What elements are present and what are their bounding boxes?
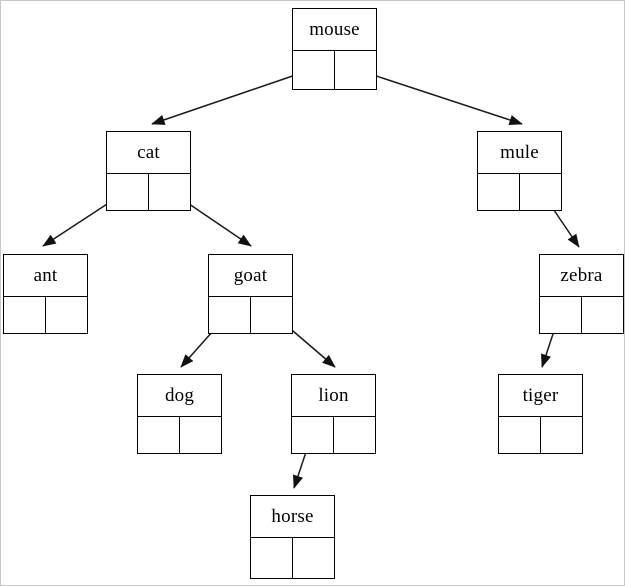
- tree-node-label: mule: [478, 132, 561, 174]
- tree-node-pointer-row: [209, 297, 292, 333]
- tree-node-label: zebra: [540, 255, 623, 297]
- tree-node-left-pointer-cell[interactable]: [251, 538, 293, 578]
- tree-node-left-pointer-cell[interactable]: [292, 417, 334, 453]
- tree-node-left-pointer-cell[interactable]: [138, 417, 180, 453]
- tree-node-left-pointer-cell[interactable]: [293, 51, 335, 89]
- tree-node-label: horse: [251, 496, 334, 538]
- tree-node-tiger[interactable]: tiger: [498, 374, 583, 454]
- tree-node-right-pointer-cell[interactable]: [149, 174, 191, 210]
- tree-node-right-pointer-cell[interactable]: [251, 297, 293, 333]
- tree-node-left-pointer-cell[interactable]: [478, 174, 520, 210]
- tree-node-zebra[interactable]: zebra: [539, 254, 624, 334]
- tree-node-right-pointer-cell[interactable]: [180, 417, 222, 453]
- tree-node-pointer-row: [293, 51, 376, 89]
- tree-node-dog[interactable]: dog: [137, 374, 222, 454]
- tree-node-pointer-row: [499, 417, 582, 453]
- tree-node-goat[interactable]: goat: [208, 254, 293, 334]
- tree-node-left-pointer-cell[interactable]: [4, 297, 46, 333]
- tree-node-lion[interactable]: lion: [291, 374, 376, 454]
- tree-node-left-pointer-cell[interactable]: [540, 297, 582, 333]
- tree-node-label: cat: [107, 132, 190, 174]
- tree-node-label: goat: [209, 255, 292, 297]
- tree-node-cat[interactable]: cat: [106, 131, 191, 211]
- tree-node-right-pointer-cell[interactable]: [335, 51, 377, 89]
- tree-node-label: lion: [292, 375, 375, 417]
- tree-node-right-pointer-cell[interactable]: [46, 297, 88, 333]
- tree-node-pointer-row: [107, 174, 190, 210]
- tree-node-left-pointer-cell[interactable]: [107, 174, 149, 210]
- tree-node-pointer-row: [138, 417, 221, 453]
- tree-node-ant[interactable]: ant: [3, 254, 88, 334]
- tree-node-right-pointer-cell[interactable]: [582, 297, 624, 333]
- tree-node-pointer-row: [478, 174, 561, 210]
- tree-node-right-pointer-cell[interactable]: [541, 417, 583, 453]
- tree-node-left-pointer-cell[interactable]: [499, 417, 541, 453]
- tree-node-label: mouse: [293, 9, 376, 51]
- tree-node-pointer-row: [292, 417, 375, 453]
- tree-node-right-pointer-cell[interactable]: [334, 417, 376, 453]
- tree-edge-mouse-right-mule: [354, 68, 523, 126]
- tree-node-right-pointer-cell[interactable]: [520, 174, 562, 210]
- tree-node-pointer-row: [251, 538, 334, 578]
- tree-node-label: tiger: [499, 375, 582, 417]
- tree-node-label: ant: [4, 255, 87, 297]
- tree-node-right-pointer-cell[interactable]: [293, 538, 335, 578]
- tree-node-mule[interactable]: mule: [477, 131, 562, 211]
- tree-node-pointer-row: [4, 297, 87, 333]
- tree-node-pointer-row: [540, 297, 623, 333]
- tree-node-horse[interactable]: horse: [250, 495, 335, 579]
- tree-node-mouse[interactable]: mouse: [292, 8, 377, 90]
- tree-edge-mouse-left-cat: [151, 68, 314, 125]
- tree-node-left-pointer-cell[interactable]: [209, 297, 251, 333]
- tree-node-label: dog: [138, 375, 221, 417]
